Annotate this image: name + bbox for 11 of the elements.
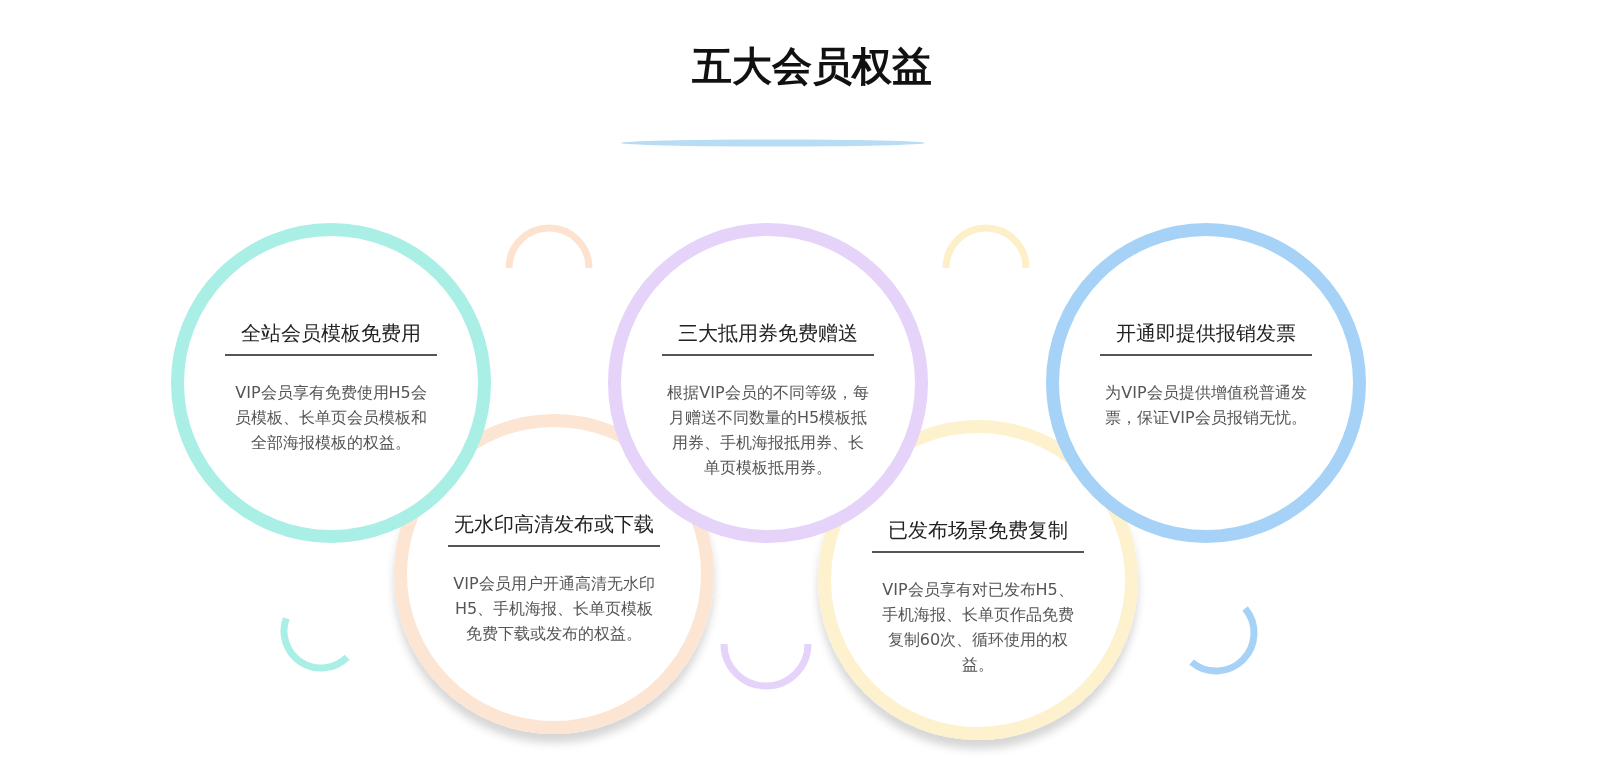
benefit-heading: 开通即提供报销发票 [1100, 320, 1312, 356]
benefit-description: VIP会员用户开通高清无水印H5、手机海报、长单页模板免费下载或发布的权益。 [452, 573, 656, 645]
benefit-heading: 无水印高清发布或下载 [448, 511, 660, 547]
benefit-heading: 全站会员模板免费用 [225, 320, 437, 356]
benefit-description: VIP会员享有免费使用H5会员模板、长单页会员模板和全部海报模板的权益。 [234, 382, 428, 454]
benefit-description: 根据VIP会员的不同等级，每月赠送不同数量的H5模板抵用券、手机海报抵用券、长单页模板抵用券。 [666, 382, 870, 479]
page-title: 五大会员权益 [691, 42, 932, 91]
benefit-description: VIP会员享有对已发布H5、手机海报、长单页作品免费复制60次、循环使用的权益。 [881, 579, 1075, 676]
benefit-heading: 三大抵用券免费赠送 [662, 320, 874, 356]
benefit-description: 为VIP会员提供增值税普通发票，保证VIP会员报销无忧。 [1104, 382, 1308, 429]
benefit-heading: 已发布场景免费复制 [872, 517, 1084, 553]
